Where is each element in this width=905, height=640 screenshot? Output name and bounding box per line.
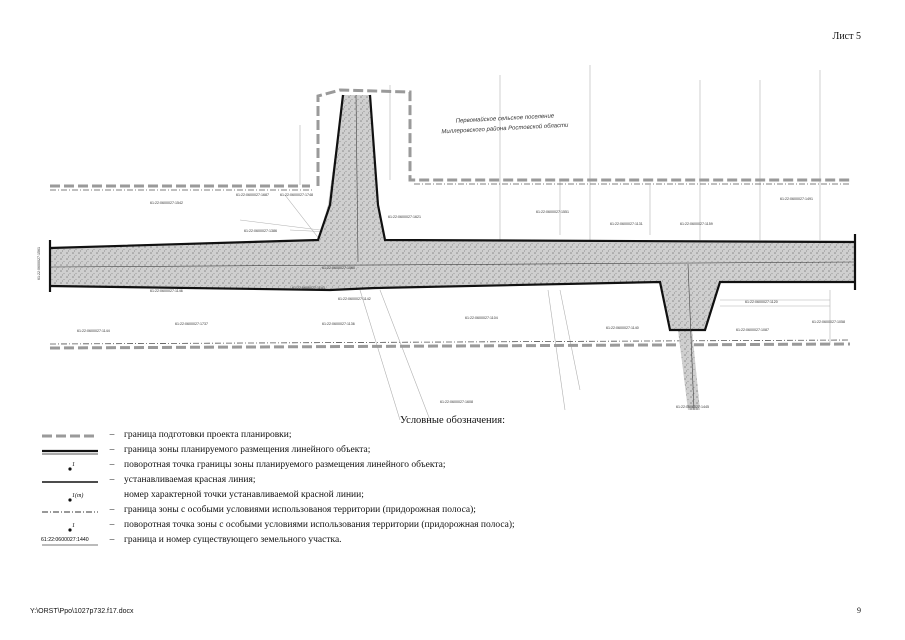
parcel-label: 61:22:0600027:1131: [610, 222, 643, 226]
parcel-label: 61:22:0600027:1144: [77, 329, 110, 333]
parcel-label: 61:22:0600027:1087: [736, 328, 769, 332]
parcel-label: 61:22:0600027:1551: [536, 210, 569, 214]
parcel-label: 61:22:0600027:1120: [745, 300, 778, 304]
legend-item-parcel: 61:22:0600027:1440 – граница и номер сущ…: [41, 535, 342, 546]
parcel-label: 61:22:0600027:1143: [292, 286, 325, 290]
legend-item-zone-point: 1 – поворотная точка границы зоны планир…: [40, 460, 880, 475]
parcel-label: 61:22:0600027:1058: [812, 320, 845, 324]
legend-item-planning-boundary: – граница подготовки проекта планировки;: [42, 430, 292, 440]
parcel-labels: 61:22:0600027:1542 61:22:0600027:1687 61…: [37, 193, 845, 409]
parcel-label: 61:22:0600027:1445: [676, 405, 709, 409]
parcel-label: 61:22:0600027:1737: [175, 322, 208, 326]
road-branch-south: [678, 330, 700, 410]
parcel-label: 61:22:0600027:1146: [150, 289, 183, 293]
parcel-label: 61:22:0600027:1608: [440, 400, 473, 404]
parcel-label: 61:22:0600027:1386: [244, 229, 277, 233]
parcel-label: 61:22:0600027:1142: [338, 297, 371, 301]
parcel-label: 61:22:0600027:1136: [322, 322, 355, 326]
parcel-label: 61:22:0600027:1060: [322, 266, 355, 270]
legend-title: Условные обозначения:: [399, 415, 505, 426]
zone-point-mark: 1: [72, 462, 75, 468]
parcel-label: 61:22:0600027:1687: [236, 193, 269, 197]
parcel-lines: [239, 65, 831, 420]
parcel-label: 61:22:0600027:1748: [280, 193, 313, 197]
red-line-point-mark: 1(т): [72, 492, 83, 499]
legend-item-special-zone: – граница зоны с особыми условиями испол…: [42, 505, 476, 515]
legend: – граница подготовки проекта планировки;…: [40, 430, 880, 550]
settlement-caption-1: Первомайское сельское поселение: [455, 112, 555, 124]
legend-item-red-line-point: 1(т) номер характерной точки устанавлива…: [40, 490, 880, 505]
legend-item-zone-boundary: – граница зоны планируемого размещения л…: [42, 445, 371, 455]
parcel-label: 61:22:0600027:1491: [780, 197, 813, 201]
parcel-label: 61:22:0600027:1159: [680, 222, 713, 226]
planning-boundary-lines: [49, 88, 851, 350]
special-zone-lines: [49, 183, 851, 345]
parcel-label: 61:22:0600027:1561: [37, 247, 41, 280]
parcel-label: 61:22:0600027:1542: [150, 201, 183, 205]
legend-item-special-point: 1 – поворотная точка зоны с особыми усло…: [40, 520, 880, 535]
footer-file-path: Y:\ORST\Ppo\1027p732.f17.docx: [30, 608, 134, 615]
page-number: 9: [857, 606, 861, 615]
road-centerline: [49, 94, 856, 411]
legend-item-red-line: – устанавливаемая красная линия;: [42, 475, 256, 485]
parcel-label: 61:22:0600027:1140: [606, 326, 639, 330]
parcel-label: 61:22:0600027:1621: [388, 215, 421, 219]
sheet-label: Лист 5: [832, 31, 861, 42]
special-point-mark: 1: [72, 523, 75, 529]
road-horizontal: [50, 95, 855, 330]
planning-map: Первомайское сельское поселение Миллеров…: [37, 65, 857, 420]
parcel-legend-label: 61:22:0600027:1440: [41, 537, 89, 543]
parcel-label: 61:22:0600027:1104: [465, 316, 498, 320]
